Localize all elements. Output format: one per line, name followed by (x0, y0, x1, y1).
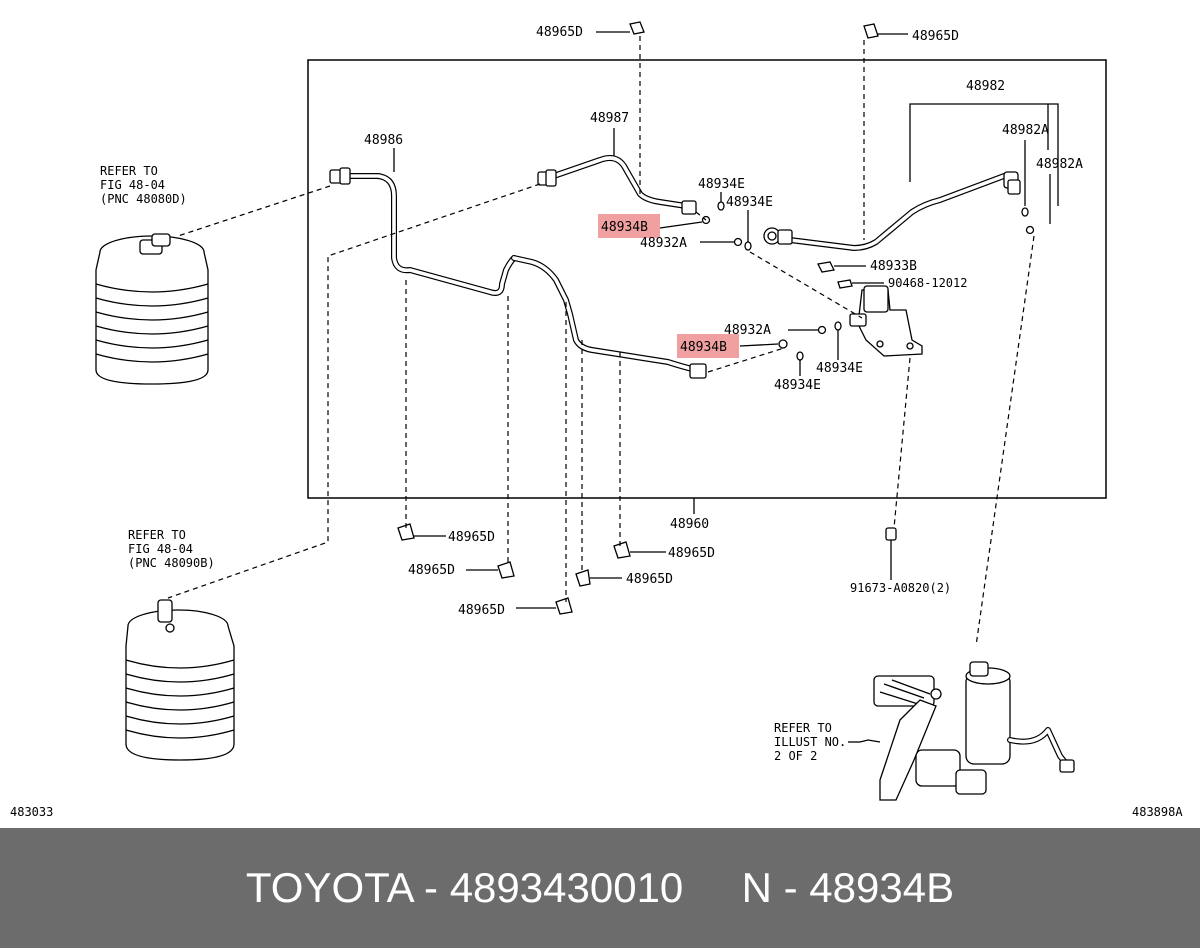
refer-note-rear: REFER TO (128, 528, 186, 542)
pipe-48982[interactable] (787, 173, 1007, 251)
label-48933B[interactable]: 48933B (870, 259, 917, 274)
label-48934E[interactable]: 48934E (698, 177, 745, 192)
label-91673-A0820[interactable]: 91673-A0820(2) (850, 581, 951, 595)
illustration-code-right: 483898A (1132, 805, 1183, 819)
fitting-48987-end (537, 169, 697, 215)
label-48934B-highlighted[interactable]: 48934B (601, 220, 648, 235)
pipe-48986[interactable] (337, 173, 517, 296)
label-48932A[interactable]: 48932A (724, 323, 771, 338)
label-48965D[interactable]: 48965D (408, 563, 455, 578)
air-spring-front[interactable] (95, 233, 209, 385)
clamps-48965D (397, 21, 879, 615)
bolt-90468 (837, 279, 853, 289)
refer-note-compressor: REFER TO (774, 721, 832, 735)
refer-note-rear: (PNC 48090B) (128, 556, 215, 570)
fitting-48982-right (1003, 171, 1021, 195)
label-48965D[interactable]: 48965D (668, 546, 715, 561)
label-90468-12012[interactable]: 90468-12012 (888, 276, 967, 290)
label-48965D[interactable]: 48965D (912, 29, 959, 44)
highlight-48934B-upper (598, 214, 660, 238)
diagram-frame (307, 59, 1107, 499)
footer-text: TOYOTA - 4893430010 N - 48934B (245, 864, 955, 911)
label-48934E[interactable]: 48934E (816, 361, 863, 376)
refer-note-front: FIG 48-04 (100, 178, 165, 192)
parts-diagram: 48965D 48965D 48982 48982A 48982A 48986 … (10, 21, 1183, 819)
clip-48933B (817, 261, 835, 273)
pipe-48960[interactable] (511, 255, 699, 373)
label-48965D[interactable]: 48965D (536, 25, 583, 40)
label-48965D[interactable]: 48965D (458, 603, 505, 618)
highlight-48934B-lower (677, 334, 739, 358)
part-number-footer: TOYOTA - 4893430010 N - 48934B (0, 828, 1200, 948)
pipe-48987[interactable] (545, 155, 689, 209)
fitting-48960-end (689, 363, 707, 379)
illustration-code-left: 483033 (10, 805, 53, 819)
label-48982[interactable]: 48982 (966, 79, 1005, 94)
leader-lines (393, 31, 1059, 743)
label-48932A[interactable]: 48932A (640, 236, 687, 251)
bolt-91673 (885, 527, 897, 548)
label-48965D[interactable]: 48965D (448, 530, 495, 545)
label-48934E[interactable]: 48934E (726, 195, 773, 210)
label-48986[interactable]: 48986 (364, 133, 403, 148)
air-spring-rear[interactable] (125, 599, 235, 761)
label-48960[interactable]: 48960 (670, 517, 709, 532)
label-48987[interactable]: 48987 (590, 111, 629, 126)
valve-bracket[interactable] (849, 285, 923, 357)
label-48965D[interactable]: 48965D (626, 572, 673, 587)
refer-note-rear: FIG 48-04 (128, 542, 193, 556)
label-48934E[interactable]: 48934E (774, 378, 821, 393)
part-labels: 48965D 48965D 48982 48982A 48982A 48986 … (10, 25, 1183, 819)
refer-note-compressor: ILLUST NO. (774, 735, 846, 749)
label-48982A[interactable]: 48982A (1036, 157, 1083, 172)
label-48982A[interactable]: 48982A (1002, 123, 1049, 138)
dashed-leaders (167, 36, 1035, 647)
fitting-48986-end (329, 167, 351, 185)
fitting-48982-left (763, 227, 793, 245)
refer-note-front: (PNC 48080D) (100, 192, 187, 206)
label-48934B-highlighted[interactable]: 48934B (680, 340, 727, 355)
refer-note-front: REFER TO (100, 164, 158, 178)
refer-note-compressor: 2 OF 2 (774, 749, 817, 763)
compressor-assembly[interactable] (873, 661, 1075, 801)
